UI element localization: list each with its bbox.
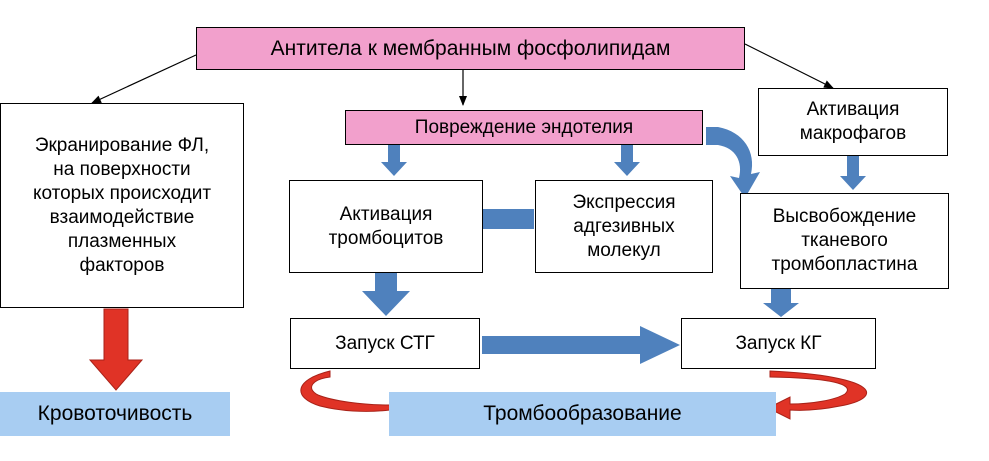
antibodies-node: Антитела к мембранным фосфолипидам bbox=[196, 27, 745, 70]
shielding-label: Экранирование ФЛ, на поверхности которых… bbox=[32, 134, 212, 276]
arrow-thromboplastin-to-kg bbox=[763, 289, 799, 317]
thrombosis-node: Тромбообразование bbox=[389, 392, 776, 436]
kg-launch-label: Запуск КГ bbox=[735, 332, 822, 354]
macrophage-activation-node: Активация макрофагов bbox=[758, 88, 948, 156]
arrow-platelets-to-stg bbox=[362, 273, 410, 316]
kg-launch-node: Запуск КГ bbox=[681, 318, 876, 369]
platelet-activation-node: Активация тромбоцитов bbox=[289, 180, 483, 273]
thromboplastin-release-node: Высвобождение тканевого тромбопластина bbox=[740, 193, 949, 289]
arrow-endothelium-to-platelets bbox=[381, 145, 407, 176]
arrow-endothelium-to-adhesion bbox=[614, 145, 640, 176]
thromboplastin-release-label: Высвобождение тканевого тромбопластина bbox=[771, 206, 918, 275]
stg-launch-node: Запуск СТГ bbox=[290, 318, 480, 369]
arrow-antibodies-to-shielding bbox=[91, 54, 197, 104]
arrow-macrophages-to-thromboplastin bbox=[840, 156, 866, 190]
bleeding-node: Кровоточивость bbox=[0, 392, 230, 436]
stg-launch-label: Запуск СТГ bbox=[335, 332, 435, 354]
shielding-node: Экранирование ФЛ, на поверхности которых… bbox=[0, 103, 244, 308]
arrow-antibodies-to-macrophages bbox=[744, 43, 834, 89]
thrombosis-label: Тромбообразование bbox=[483, 402, 682, 425]
bleeding-label: Кровоточивость bbox=[37, 402, 193, 425]
macrophage-activation-label: Активация макрофагов bbox=[799, 99, 907, 144]
arrow-shielding-to-bleeding bbox=[88, 308, 144, 391]
adhesion-expression-node: Экспрессия адгезивных молекул bbox=[535, 180, 713, 273]
endothelium-damage-label: Повреждение эндотелия bbox=[414, 116, 634, 138]
endothelium-damage-node: Повреждение эндотелия bbox=[345, 110, 703, 145]
arrow-endothelium-to-thromboplastin bbox=[706, 127, 760, 198]
arrow-stg-to-kg bbox=[482, 326, 680, 364]
arrow-kg-to-thrombosis bbox=[766, 370, 868, 420]
antibodies-label: Антитела к мембранным фосфолипидам bbox=[270, 36, 671, 60]
adhesion-expression-label: Экспрессия адгезивных молекул bbox=[572, 191, 676, 261]
platelet-activation-label: Активация тромбоцитов bbox=[328, 203, 444, 249]
